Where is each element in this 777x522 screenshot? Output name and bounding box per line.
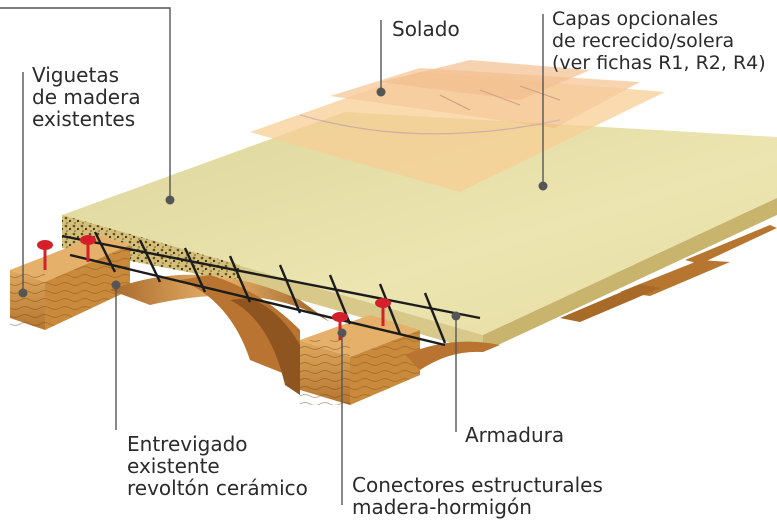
label-capas: Capas opcionales de recrecido/solera (ve… [552,8,766,74]
ceramic-vault [110,274,330,395]
label-solado: Solado [392,17,460,41]
connector-icon [375,298,391,326]
finish-layers [250,60,665,192]
right-joist [300,315,420,405]
connector-icon [80,235,96,262]
stud-connectors [37,235,391,340]
leader-dots [18,87,548,338]
label-viguetas: Viguetas de madera existentes [32,63,141,131]
left-joist [10,235,130,330]
label-armadura: Armadura [465,423,565,447]
front-vault [405,341,500,370]
label-entrevigado: Entrevigado existente revoltón cerámico [127,432,308,500]
connector-icon [37,240,53,270]
label-conectores: Conectores estructurales madera-hormigón [352,473,603,519]
right-joists [560,225,777,322]
leader-lines [0,7,544,505]
